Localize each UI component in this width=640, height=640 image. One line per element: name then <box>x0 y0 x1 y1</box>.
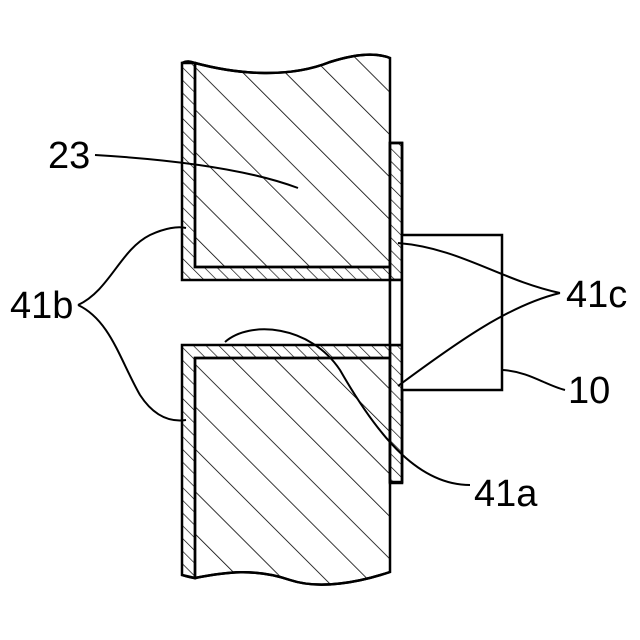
right-plate-41c <box>390 143 402 483</box>
leader-41b-upper <box>78 227 186 305</box>
lower-core <box>195 358 390 585</box>
label-41c: 41c <box>566 274 627 316</box>
leader-41b-lower <box>78 305 186 420</box>
label-41a: 41a <box>474 473 538 515</box>
label-41b: 41b <box>10 285 73 327</box>
component-10 <box>402 235 502 390</box>
label-23: 23 <box>48 135 90 177</box>
lower-block <box>182 345 402 585</box>
leader-10 <box>503 370 565 390</box>
upper-core <box>195 55 390 267</box>
label-10: 10 <box>568 370 610 412</box>
